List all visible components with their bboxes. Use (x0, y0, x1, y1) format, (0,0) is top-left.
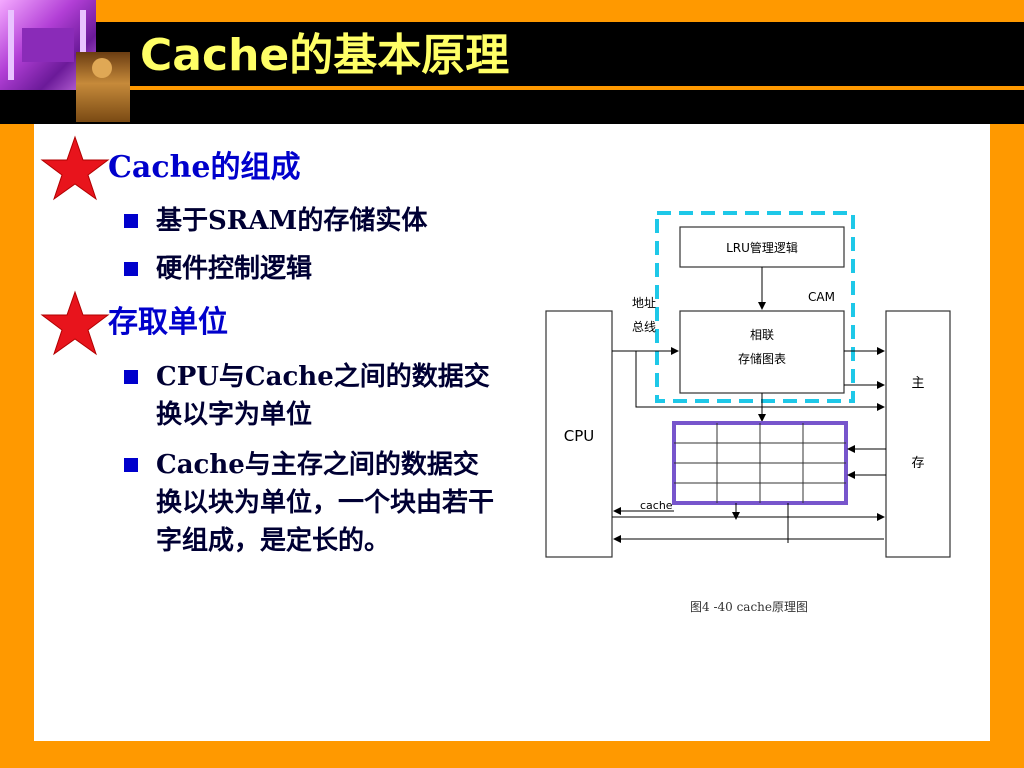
cache-principle-diagram: LRU管理逻辑 CAM 相联 存储图表 地址 总线 CPU 主 存 cache (545, 211, 951, 558)
star-bullet-icon (40, 135, 110, 201)
star-bullet-icon (40, 290, 110, 356)
cam-region (655, 211, 855, 403)
lru-logic-box (679, 226, 845, 268)
square-bullet-icon (124, 370, 138, 384)
main-memory-label-2: 存 (911, 456, 924, 471)
assoc-label-1: 相联 (750, 328, 774, 342)
figure-logo (76, 52, 130, 122)
main-memory-label-1: 主 (911, 376, 924, 391)
cam-label: CAM (808, 290, 835, 304)
cpu-label: CPU (564, 427, 595, 445)
main-memory-box (885, 310, 951, 558)
list-item: Cache与主存之间的数据交换以块为单位，一个块由若干字组成，是定长的。 (124, 446, 504, 560)
list-item-text: Cache与主存之间的数据交换以块为单位，一个块由若干字组成，是定长的。 (156, 450, 495, 556)
list-item-text: 基于SRAM的存储实体 (156, 206, 428, 236)
list-item: CPU与Cache之间的数据交换以字为单位 (124, 358, 504, 434)
slide-title: Cache的基本原理 (140, 30, 510, 81)
list-item-text: CPU与Cache之间的数据交换以字为单位 (156, 362, 490, 430)
list-item: 硬件控制逻辑 (124, 250, 504, 288)
cache-storage-grid (672, 421, 848, 505)
section-heading-access-unit: 存取单位 (108, 305, 228, 340)
lru-label: LRU管理逻辑 (726, 240, 798, 255)
title-underbar (0, 90, 1024, 124)
cpu-box (545, 310, 613, 558)
address-bus-label-2: 总线 (632, 320, 656, 334)
cache-label: cache (640, 499, 673, 512)
section-heading-cache-composition: Cache的组成 (108, 150, 301, 185)
list-item-text: 硬件控制逻辑 (156, 254, 313, 284)
address-bus-label-1: 地址 (632, 296, 656, 310)
square-bullet-icon (124, 458, 138, 472)
square-bullet-icon (124, 214, 138, 228)
assoc-memory-box (679, 310, 845, 394)
square-bullet-icon (124, 262, 138, 276)
title-bar (0, 22, 1024, 88)
assoc-label-2: 存储图表 (738, 351, 786, 366)
diagram-caption: 图4 -40 cache原理图 (690, 600, 809, 614)
title-rule (130, 86, 1024, 90)
list-item: 基于SRAM的存储实体 (124, 202, 504, 240)
